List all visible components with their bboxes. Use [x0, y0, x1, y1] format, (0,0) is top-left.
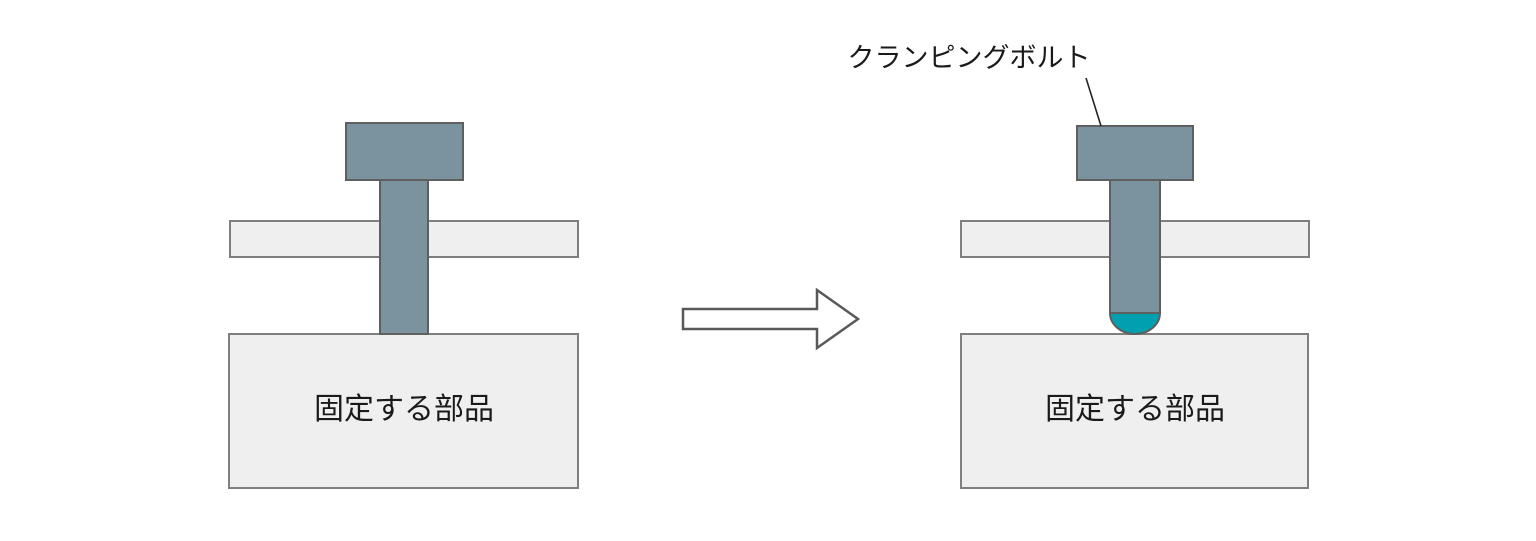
callout-leader-line	[1085, 77, 1102, 127]
right-bolt-head	[1076, 125, 1194, 181]
callout-bolt-label: クランピングボルト	[848, 43, 1091, 73]
transition-arrow-group	[681, 287, 861, 351]
left-workpiece-block	[228, 333, 579, 489]
left-workpiece-label: 固定する部品	[314, 393, 494, 426]
right-arrow-icon	[681, 287, 861, 351]
left-assembly-before: 固定する部品	[228, 122, 579, 489]
callout-group: クランピングボルト	[848, 43, 1102, 127]
right-workpiece-label: 固定する部品	[1045, 393, 1225, 426]
right-workpiece-block	[960, 333, 1309, 489]
left-bolt-shaft	[379, 179, 429, 335]
right-assembly-after: 固定する部品	[960, 125, 1310, 489]
right-bolt-shaft	[1109, 179, 1161, 314]
left-bolt-head	[345, 122, 464, 181]
